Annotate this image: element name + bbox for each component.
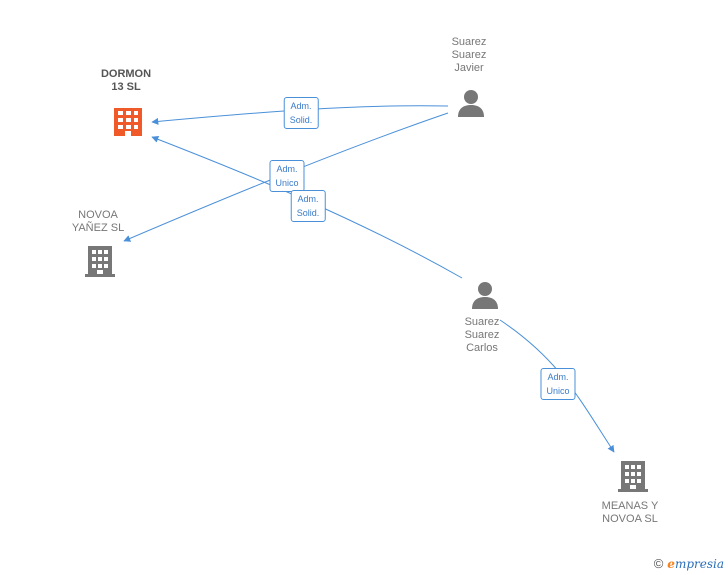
- node-label-line: 13 SL: [111, 81, 141, 93]
- brand-initial: e: [667, 556, 675, 571]
- edge-label-javier-dormon[interactable]: Adm. Solid.: [283, 97, 319, 129]
- node-label-line: DORMON: [100, 68, 152, 80]
- edge-label-carlos-meanas[interactable]: Adm. Unico: [540, 368, 576, 400]
- node-label-line: Javier: [454, 62, 484, 74]
- node-label-javier: Suarez Suarez Javier: [452, 36, 487, 75]
- node-label-line: MEANAS Y: [601, 500, 659, 512]
- node-label-line: NOVOA: [78, 209, 118, 221]
- company-building-icon[interactable]: [112, 106, 144, 138]
- person-icon[interactable]: [470, 280, 500, 310]
- watermark: © empresia: [654, 556, 724, 571]
- edge-label-line: Adm.: [290, 101, 312, 111]
- copyright-symbol: ©: [653, 556, 664, 571]
- node-label-line: YAÑEZ SL: [71, 222, 125, 234]
- edge-label-line: Unico: [275, 178, 299, 188]
- node-label-line: Suarez: [451, 36, 487, 48]
- node-label-line: Carlos: [466, 342, 498, 354]
- edge-label-line: Unico: [546, 386, 570, 396]
- node-label-line: NOVOA SL: [602, 513, 658, 525]
- edge-label-line: Adm.: [547, 372, 569, 382]
- node-label-meanas: MEANAS Y NOVOA SL: [602, 500, 659, 526]
- edge-label-line: Adm.: [276, 164, 298, 174]
- brand-logo: empresia: [667, 557, 724, 571]
- edge-label-javier-novoa[interactable]: Adm. Unico: [269, 160, 305, 192]
- node-label-line: Suarez: [451, 49, 487, 61]
- company-building-icon[interactable]: [84, 244, 116, 278]
- edge-label-line: Adm.: [297, 194, 319, 204]
- company-building-icon[interactable]: [617, 459, 649, 493]
- node-label-line: Suarez: [464, 316, 500, 328]
- edge-label-line: Solid.: [296, 208, 320, 218]
- person-icon[interactable]: [456, 88, 486, 118]
- brand-rest: mpresia: [674, 556, 724, 571]
- node-label-novoa: NOVOA YAÑEZ SL: [72, 209, 124, 235]
- node-label-line: Suarez: [464, 329, 500, 341]
- node-label-carlos: Suarez Suarez Carlos: [465, 316, 500, 355]
- node-label-dormon: DORMON 13 SL: [101, 68, 151, 94]
- edge-label-carlos-dormon[interactable]: Adm. Solid.: [290, 190, 326, 222]
- edge-label-line: Solid.: [289, 115, 313, 125]
